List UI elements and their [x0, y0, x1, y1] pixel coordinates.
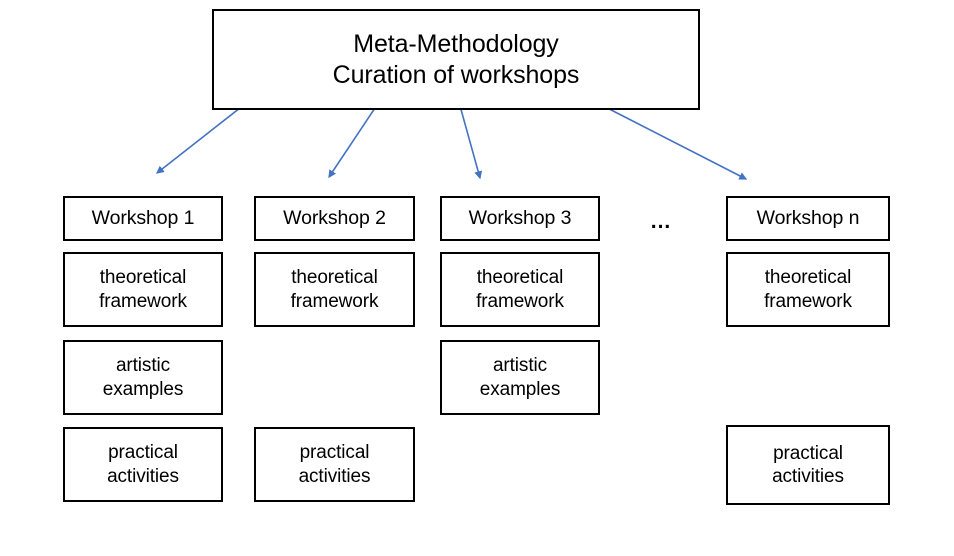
workshop-1-artistic-label: artistic examples — [102, 355, 184, 400]
workshop-3-theory-label: theoretical framework — [476, 267, 564, 312]
workshop-1-theory: theoretical framework — [63, 252, 223, 327]
workshop-n-practical: practical activities — [726, 425, 890, 505]
workshop-3-theory: theoretical framework — [440, 252, 600, 327]
workshop-3-header: Workshop 3 — [440, 196, 600, 241]
workshop-1-theory-label: theoretical framework — [99, 267, 187, 312]
workshop-n-practical-label: practical activities — [772, 442, 844, 487]
workshop-1-practical: practical activities — [63, 427, 223, 502]
workshop-1-header: Workshop 1 — [63, 196, 223, 241]
arrow-to-workshop-2 — [328, 98, 382, 179]
workshop-n-theory: theoretical framework — [726, 252, 890, 327]
workshop-2-header-label: Workshop 2 — [283, 206, 386, 229]
workshop-3-artistic-label: artistic examples — [479, 355, 561, 400]
ellipsis-more-workshops: ... — [636, 205, 686, 239]
workshop-2-theory: theoretical framework — [254, 252, 415, 327]
workshop-2-theory-label: theoretical framework — [290, 267, 379, 312]
workshop-n-theory-label: theoretical framework — [764, 267, 852, 312]
workshop-n-header-label: Workshop n — [756, 206, 860, 229]
workshop-3-header-label: Workshop 3 — [468, 206, 572, 229]
root-node-label: Meta-Methodology Curation of workshops — [332, 30, 580, 89]
root-node-meta-methodology: Meta-Methodology Curation of workshops — [212, 9, 700, 110]
workshop-2-header: Workshop 2 — [254, 196, 415, 241]
workshop-n-header: Workshop n — [726, 196, 890, 241]
ellipsis-label: ... — [650, 210, 672, 233]
workshop-1-artistic: artistic examples — [63, 340, 223, 415]
workshop-2-practical: practical activities — [254, 427, 415, 502]
workshop-1-header-label: Workshop 1 — [91, 206, 195, 229]
workshop-2-practical-label: practical activities — [298, 442, 371, 487]
workshop-1-practical-label: practical activities — [107, 442, 179, 487]
workshop-3-artistic: artistic examples — [440, 340, 600, 415]
